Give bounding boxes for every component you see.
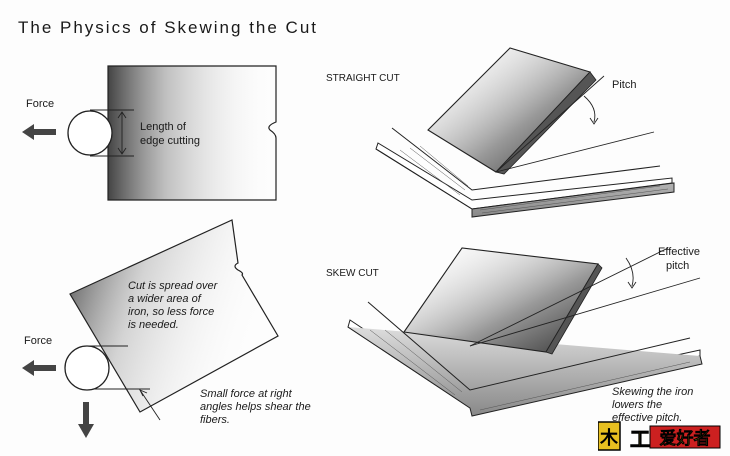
pitch-label: Pitch <box>612 79 637 91</box>
straight-cut-iron <box>427 47 597 175</box>
skew-note-line: effective pitch. <box>612 412 683 424</box>
straight-iron-block <box>107 65 277 201</box>
length-label-line2: edge cutting <box>140 135 200 147</box>
skew-note-line: lowers the <box>612 399 663 411</box>
cut-note-line: is needed. <box>128 319 179 331</box>
cut-note-line: iron, so less force <box>128 306 215 318</box>
watermark-logo: 木 工 爱好者 <box>598 421 721 451</box>
cut-note-line: a wider area of <box>128 293 201 305</box>
small-force-note-line: angles helps shear the <box>200 401 311 413</box>
svg-text:爱好者: 爱好者 <box>660 428 711 449</box>
skew-cut-board <box>347 301 703 417</box>
page-title: The Physics of Skewing the Cut <box>18 18 319 37</box>
straight-cut-heading: STRAIGHT CUT <box>326 73 400 84</box>
skew-cut-heading: SKEW CUT <box>326 268 379 279</box>
effective-pitch-line1: Effective <box>658 246 700 258</box>
skew-cut-iron <box>403 247 603 355</box>
cut-note-line: Cut is spread over <box>128 280 218 292</box>
small-force-note-line: Small force at right <box>200 388 292 400</box>
force-arrow-down-icon <box>78 402 94 438</box>
force-roller-circle-2 <box>64 345 110 391</box>
small-force-note: Small force at right angles helps shear … <box>200 388 311 427</box>
small-force-note-line: fibers. <box>200 414 230 426</box>
pitch-angle <box>495 75 655 173</box>
length-label-line1: Length of <box>140 121 186 133</box>
svg-text:木: 木 <box>599 427 619 449</box>
skew-note: Skewing the iron lowers the effective pi… <box>612 386 693 425</box>
skew-note-line: Skewing the iron <box>612 386 694 398</box>
force-arrow-left-icon <box>22 124 56 140</box>
force-roller-circle <box>67 110 113 156</box>
length-dimension <box>90 109 134 157</box>
skewed-iron-block <box>69 219 279 413</box>
straight-cut-board <box>375 127 675 218</box>
effective-pitch-line2: pitch <box>666 260 690 272</box>
cut-note: Cut is spread over a wider area of iron,… <box>128 280 217 332</box>
force-arrow-left-icon-2 <box>22 360 56 376</box>
skew-force-guides <box>86 345 161 421</box>
effective-pitch-angle <box>469 247 701 347</box>
force-label: Force <box>26 98 55 110</box>
force-label-2: Force <box>24 335 53 347</box>
svg-text:工: 工 <box>630 427 650 451</box>
